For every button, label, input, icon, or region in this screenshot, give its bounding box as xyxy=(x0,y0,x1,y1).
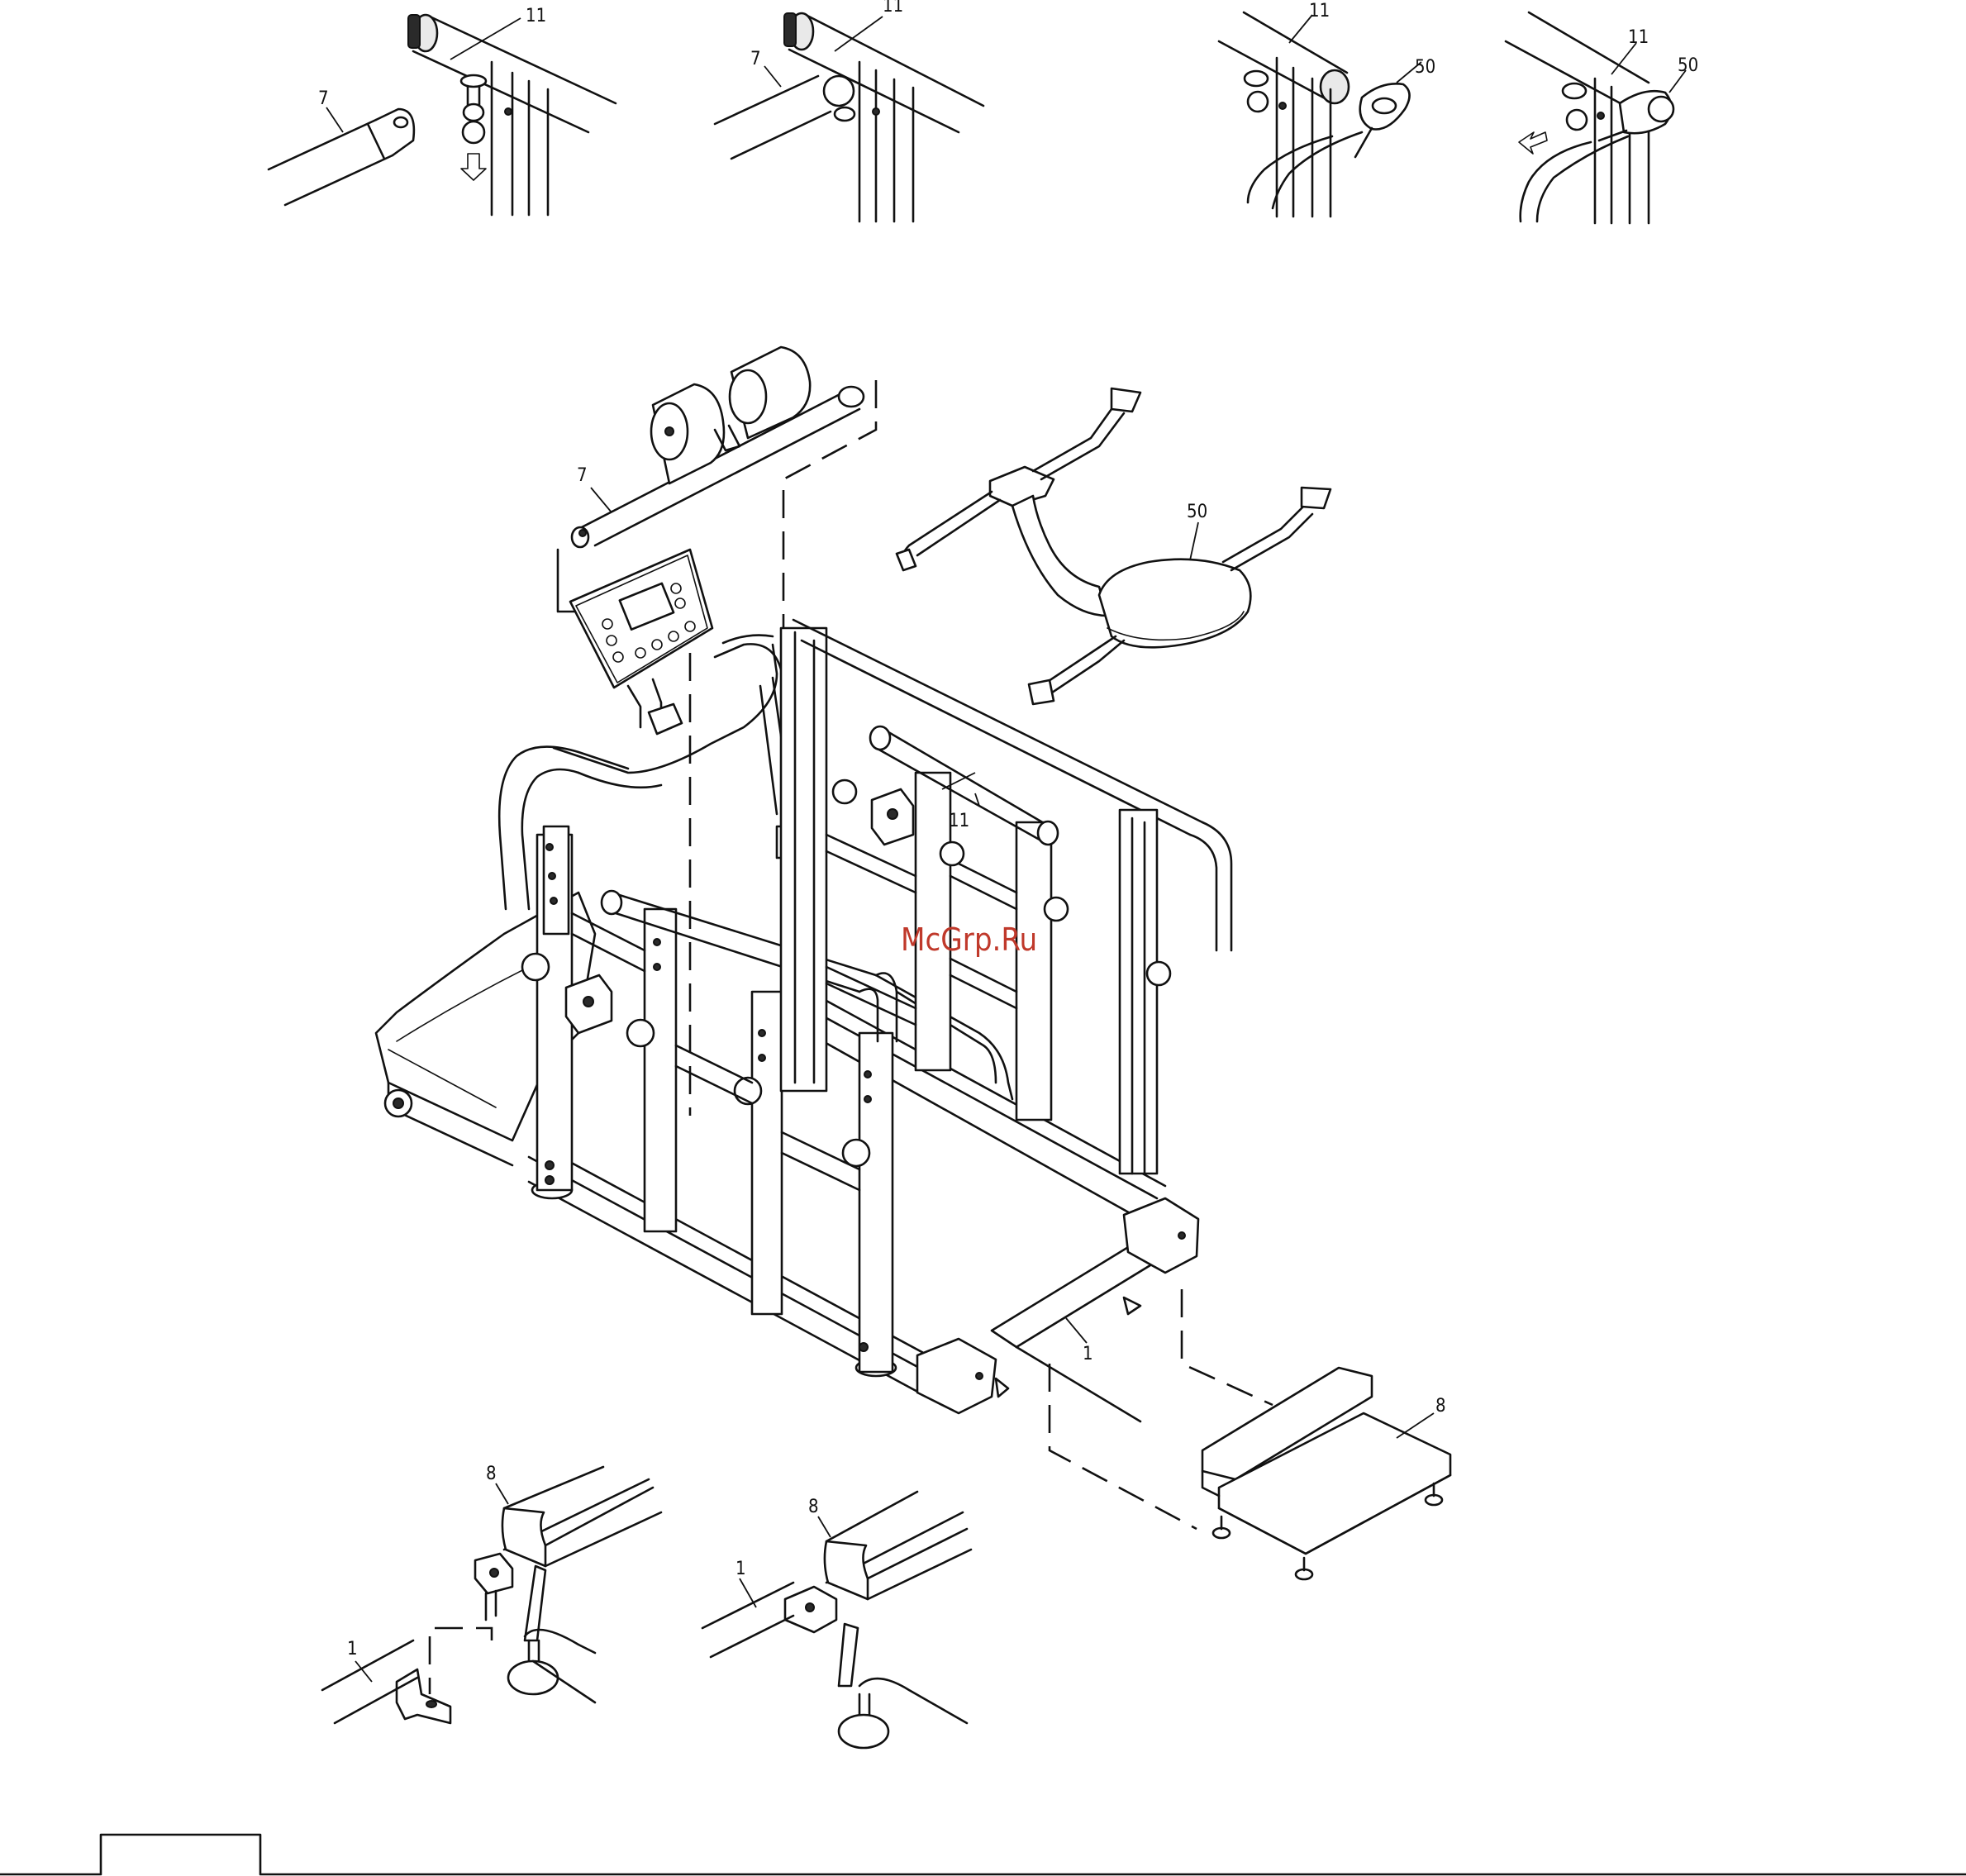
alignment-dash-3 xyxy=(1050,1364,1197,1529)
label-part-7-b: 7 xyxy=(750,49,761,69)
label-part-8-br: 8 xyxy=(808,1497,819,1517)
label-part-8-main: 8 xyxy=(1435,1396,1446,1417)
harness: 50 xyxy=(897,388,1331,704)
label-part-11-c: 11 xyxy=(1309,1,1330,21)
label-part-8-bl: 8 xyxy=(486,1464,497,1484)
roller-accessory: 7 xyxy=(558,347,864,612)
main-assembly: 7 xyxy=(376,347,1331,1529)
alignment-dash-4 xyxy=(1182,1289,1273,1405)
label-part-50-main: 50 xyxy=(1187,502,1207,522)
step-platform: 8 xyxy=(1202,1368,1450,1579)
label-part-50: 50 xyxy=(1415,57,1435,78)
label-part-11-b: 11 xyxy=(883,0,903,17)
label-part-1-bl: 1 xyxy=(347,1639,358,1659)
label-part-11-d: 11 xyxy=(1628,27,1649,48)
rear-frame: 11 xyxy=(781,620,1231,1174)
detail-bottom-left: 1 8 xyxy=(322,1464,661,1723)
detail-top-3: 50 11 xyxy=(1219,1,1435,217)
label-part-7: 7 xyxy=(318,88,329,109)
detail-top-1: 11 7 xyxy=(269,6,616,215)
detail-top-4: 11 50 xyxy=(1506,12,1698,223)
watermark-text: McGrp.Ru xyxy=(901,921,1037,958)
detail-top-2: 7 11 xyxy=(715,0,983,221)
detail-bottom-right: 1 8 xyxy=(702,1492,971,1748)
label-part-11: 11 xyxy=(526,6,546,26)
label-part-7-main: 7 xyxy=(577,465,588,486)
label-part-1-main: 1 xyxy=(1083,1344,1093,1364)
label-part-1-br: 1 xyxy=(735,1559,746,1579)
label-part-11-main: 11 xyxy=(949,811,969,831)
label-part-50-b: 50 xyxy=(1678,55,1698,76)
page-footer-tab xyxy=(0,1835,1966,1874)
